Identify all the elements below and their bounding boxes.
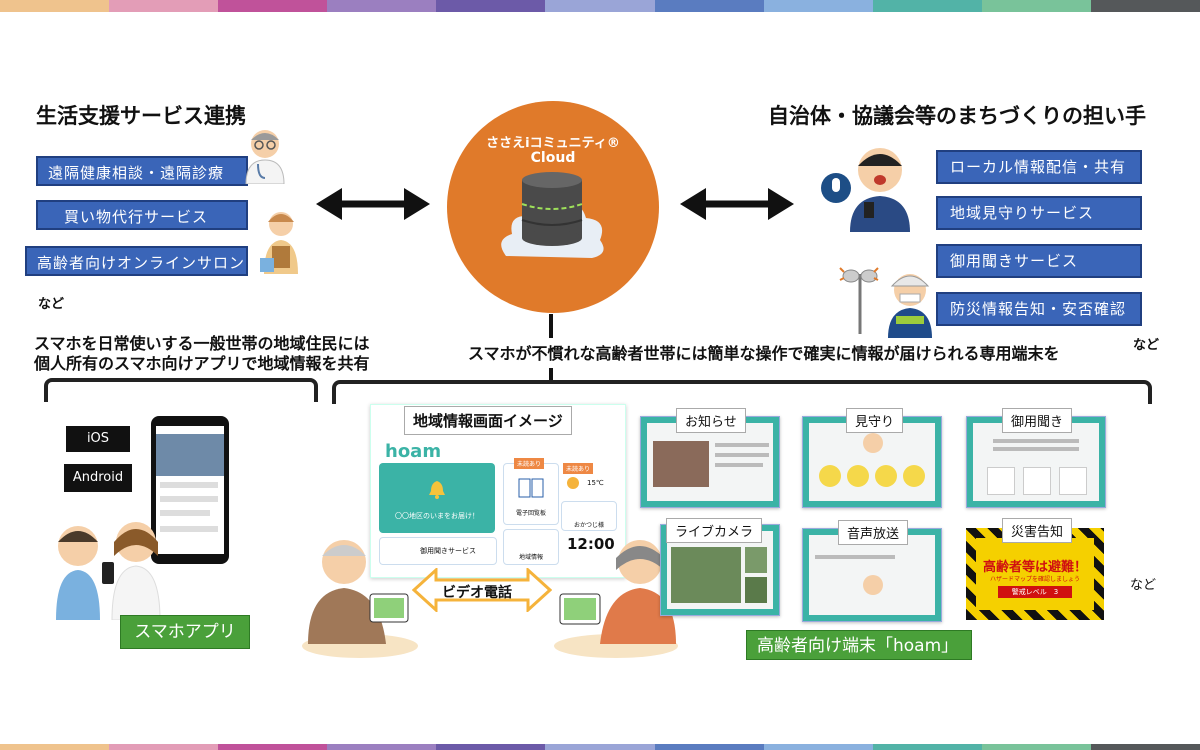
shopper-icon [260, 212, 298, 274]
tile-local-now-label: 〇〇地区のいまをお届け！ [395, 512, 479, 520]
screen-oshirase [640, 416, 780, 508]
caption-right: スマホが不慣れな高齢者世帯には簡単な操作で確実に情報が届けられる専用端末を [468, 344, 1060, 363]
tile-board[interactable]: 未読あり 電子回覧板 [503, 458, 559, 525]
elderly-man-icon [302, 540, 418, 658]
hoam-screen-heading: 地域情報画面イメージ [404, 406, 572, 435]
tile-board-label: 電子回覧板 [515, 510, 546, 517]
caption-left-1: スマホを日常使いする一般世帯の地域住民には [34, 334, 370, 353]
service-goyo: 御用聞きサービス [936, 244, 1142, 278]
service-online-salon: 高齢者向けオンラインサロン [25, 246, 248, 276]
top-color-stripe [0, 0, 1200, 12]
screen-goyo-label: 御用聞き [1002, 408, 1073, 433]
bracket-left [44, 378, 318, 402]
stripe-segment-2 [218, 0, 328, 12]
right-title: 自治体・協議会等のまちづくりの担い手 [768, 104, 1146, 128]
screen-live-camera [660, 524, 780, 616]
stripe-segment-6 [654, 744, 764, 750]
stripe-segment-7 [763, 0, 873, 12]
stripe-segment-3 [327, 744, 437, 750]
screen-live-label: ライブカメラ [666, 518, 763, 543]
ios-badge: iOS [66, 426, 130, 452]
sun-icon [567, 477, 579, 489]
tile-chiiki[interactable]: 地域情報 [503, 529, 559, 565]
stripe-segment-1 [109, 744, 219, 750]
right-etc: など [1133, 338, 1160, 353]
left-title: 生活支援サービス連携 [36, 104, 246, 128]
doctor-icon [245, 130, 285, 184]
server-cloud-icon [501, 172, 604, 258]
stripe-segment-10 [1090, 744, 1200, 750]
stripe-segment-6 [654, 0, 764, 12]
stripe-segment-0 [0, 744, 110, 750]
disaster-worker-icon [839, 267, 932, 338]
tile-weather: 未読あり 15℃ [561, 461, 617, 497]
screen-onsei-label: 音声放送 [838, 520, 909, 545]
caption-left-2: 個人所有のスマホ向けアプリで地域情報を共有 [34, 354, 370, 373]
video-call-arrow [412, 568, 552, 612]
saigai-level: 警戒レベル 3 [998, 586, 1072, 598]
hoam-terminal-label: 高齢者向け端末「hoam」 [746, 630, 972, 660]
screen-saigai-label: 災害告知 [1002, 518, 1073, 543]
family-with-phone-icon [56, 522, 161, 620]
hoam-logo: hoam [385, 441, 442, 462]
stripe-segment-10 [1090, 0, 1200, 12]
temperature: 15℃ [587, 479, 604, 487]
stripe-segment-8 [872, 744, 982, 750]
screen-onsei [802, 528, 942, 622]
bottom-color-stripe [0, 744, 1200, 750]
book-icon [518, 478, 544, 498]
stripe-segment-2 [218, 744, 328, 750]
tile-omakase[interactable]: おかつじ様 [561, 501, 617, 531]
stripe-segment-0 [0, 0, 110, 12]
android-badge: Android [64, 464, 132, 492]
connector-lower [549, 368, 553, 382]
smartphone-device [151, 416, 229, 564]
announcer-icon [821, 148, 910, 232]
saigai-sub: ハザードマップを確認しましょう [989, 576, 1080, 583]
stripe-segment-4 [436, 744, 546, 750]
hoam-main-screen: hoam 〇〇地区のいまをお届け！ 未読あり 電子回覧板 未読あり 15℃ おか… [370, 404, 626, 578]
tile-goyo-label: 御用聞きサービス [420, 547, 476, 555]
service-shopping: 買い物代行サービス [36, 200, 248, 230]
stripe-segment-9 [981, 0, 1091, 12]
stripe-segment-5 [545, 744, 655, 750]
left-bidirectional-arrow [316, 188, 430, 220]
service-disaster: 防災情報告知・安否確認 [936, 292, 1142, 326]
left-etc: など [38, 297, 65, 312]
bell-icon [429, 481, 445, 499]
elderly-woman-icon [554, 540, 678, 658]
stripe-segment-4 [436, 0, 546, 12]
tile-omakase-label: おかつじ様 [573, 522, 604, 529]
stripe-segment-1 [109, 0, 219, 12]
cloud-service-name: ささえiコミュニティ® [486, 136, 620, 151]
cloud-label: Cloud [530, 150, 576, 166]
tile-goyo[interactable]: 御用聞きサービス [379, 537, 497, 565]
bracket-right [332, 380, 1152, 404]
stripe-segment-3 [327, 0, 437, 12]
right-bidirectional-arrow [680, 188, 794, 220]
clock: 12:00 [567, 535, 615, 553]
smartphone-app-label: スマホアプリ [120, 615, 250, 649]
saigai-main: 高齢者等は避難！ [982, 560, 1087, 575]
stripe-segment-7 [763, 744, 873, 750]
terminal-etc: など [1130, 578, 1157, 593]
stripe-segment-8 [872, 0, 982, 12]
stripe-segment-5 [545, 0, 655, 12]
service-remote-health: 遠隔健康相談・遠隔診療 [36, 156, 248, 186]
screen-mimamori-label: 見守り [846, 408, 904, 433]
service-watch: 地域見守りサービス [936, 196, 1142, 230]
unread-badge: 未読あり [514, 458, 545, 469]
tile-chiiki-label: 地域情報 [518, 554, 543, 561]
video-call-label: ビデオ電話 [442, 585, 512, 601]
screen-saigai: 高齢者等は避難！ ハザードマップを確認しましょう 警戒レベル 3 [966, 528, 1104, 620]
service-local-info: ローカル情報配信・共有 [936, 150, 1142, 184]
connector-upper [549, 314, 553, 338]
tile-local-now[interactable]: 〇〇地区のいまをお届け！ [379, 463, 495, 533]
stripe-segment-9 [981, 744, 1091, 750]
screen-oshirase-label: お知らせ [676, 408, 746, 433]
